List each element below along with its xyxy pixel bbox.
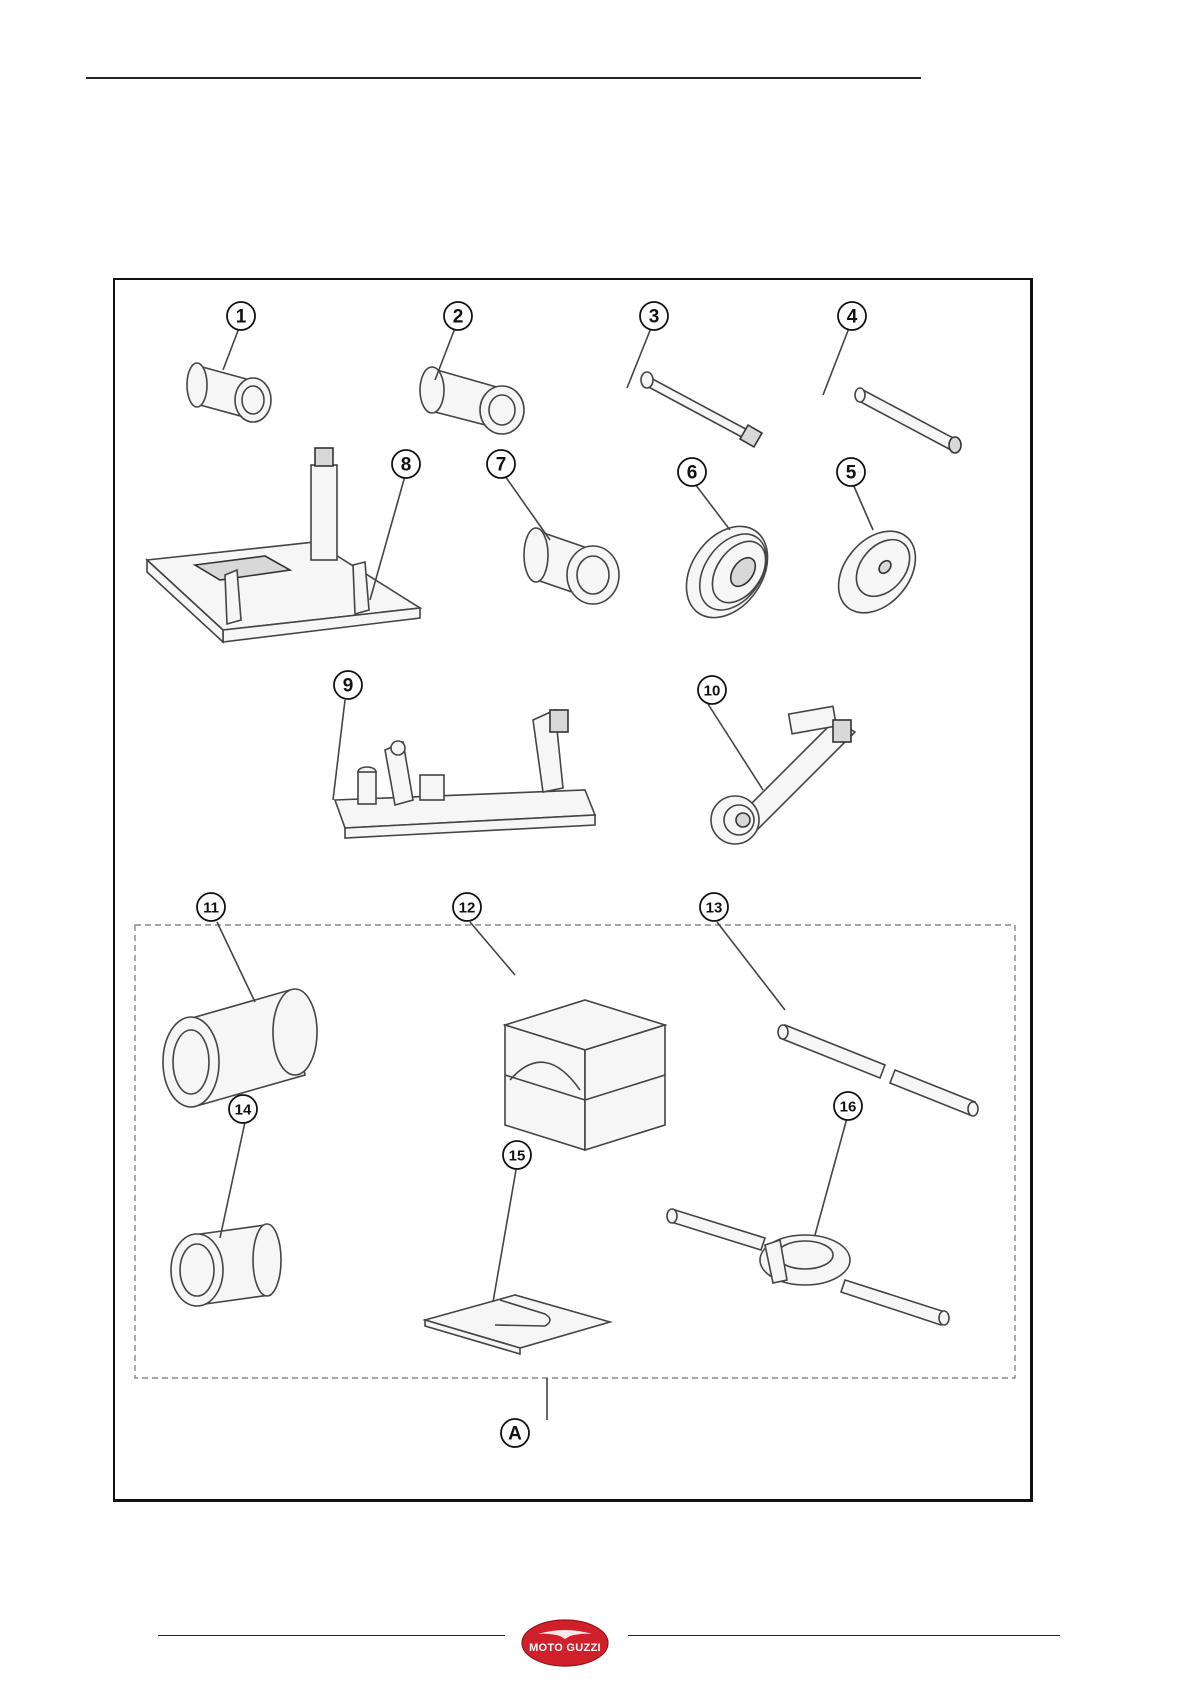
callout-label: 8 [401, 455, 412, 476]
tool-14-sleeve-illustration [171, 1224, 281, 1306]
callout-label: 16 [840, 1099, 857, 1116]
callout-15: 15 [503, 1141, 531, 1169]
tool-10-crank-wrench-illustration [711, 706, 855, 844]
callout-6: 6 [678, 458, 706, 486]
tool-1-sleeve-illustration [187, 363, 271, 422]
callout-label: 15 [509, 1148, 526, 1165]
callout-label: 9 [343, 676, 354, 697]
group-a-dashed-frame [135, 925, 1015, 1378]
tool-12-split-block-illustration [505, 1000, 665, 1150]
callout-label: 11 [203, 900, 219, 917]
callout-10: 10 [698, 676, 726, 704]
header-rule [86, 77, 921, 79]
callout-4: 4 [838, 302, 866, 330]
tool-11-bush-illustration [163, 989, 317, 1107]
tool-7-socket-illustration [524, 528, 619, 604]
callout-2: 2 [444, 302, 472, 330]
callout-7: 7 [487, 450, 515, 478]
callout-label: 2 [453, 307, 464, 328]
callout-label: 3 [649, 307, 660, 328]
tool-15-slotted-shim-illustration [425, 1295, 610, 1354]
callout-3: 3 [640, 302, 668, 330]
callout-label: 1 [236, 307, 247, 328]
tool-8-base-plate-illustration [147, 448, 420, 642]
callout-label: 7 [496, 455, 507, 476]
callout-9: 9 [334, 671, 362, 699]
callout-label: 13 [706, 900, 723, 917]
callout-16: 16 [834, 1092, 862, 1120]
footer-rule-right [628, 1635, 1060, 1636]
callout-label: 14 [235, 1102, 252, 1119]
callout-8: 8 [392, 450, 420, 478]
callout-label: 12 [459, 900, 476, 917]
svg-text:MOTO GUZZI: MOTO GUZZI [529, 1642, 601, 1654]
callout-14: 14 [229, 1095, 257, 1123]
callout-label: 5 [846, 463, 857, 484]
tool-4-pin-illustration [855, 388, 961, 453]
tool-6-threaded-ring-illustration [670, 511, 785, 633]
callout-1: 1 [227, 302, 255, 330]
tool-16-handle-illustration [667, 1209, 949, 1325]
callout-label: 6 [687, 463, 698, 484]
callout-11: 11 [197, 893, 225, 921]
callout-5: 5 [837, 458, 865, 486]
callout-12: 12 [453, 893, 481, 921]
callout-label: 10 [704, 683, 721, 700]
footer-rule-left [158, 1635, 505, 1636]
callout-label: 4 [847, 307, 858, 328]
callout-label: A [508, 1424, 522, 1445]
moto-guzzi-logo: MOTO GUZZI [520, 1618, 610, 1668]
tool-3-bolt-illustration [641, 372, 762, 447]
callout-a: A [501, 1419, 529, 1447]
tool-13-split-rod-illustration [778, 1025, 978, 1116]
tool-9-support-bracket-illustration [335, 710, 595, 838]
tool-5-disc-illustration [823, 516, 931, 628]
callout-13: 13 [700, 893, 728, 921]
